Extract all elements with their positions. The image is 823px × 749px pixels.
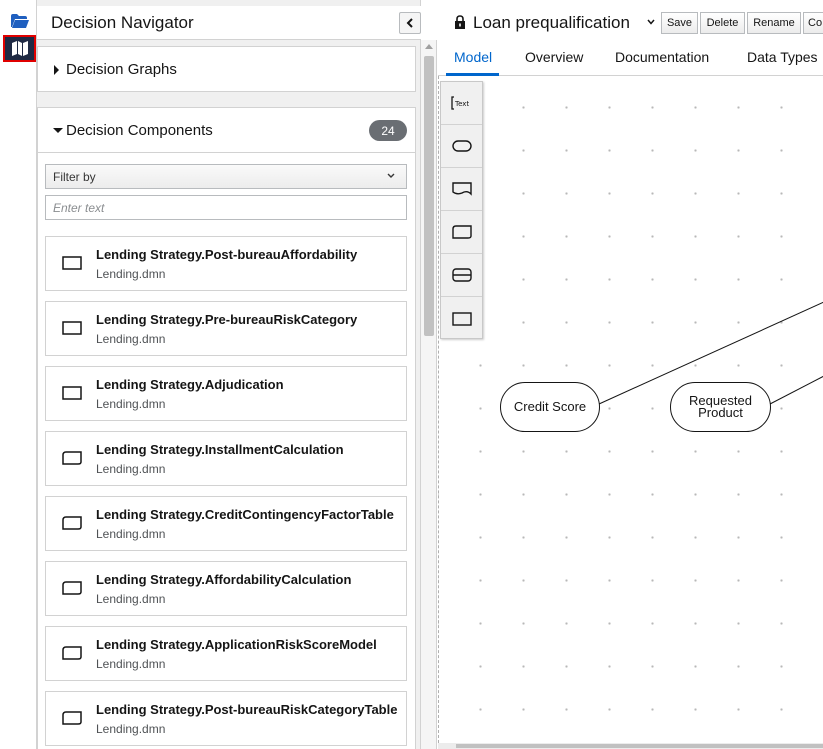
item-name: Lending Strategy.Pre-bureauRiskCategory: [96, 312, 358, 327]
knowledge-source-icon: [451, 182, 472, 196]
active-tab-indicator: [446, 73, 499, 76]
bkm-icon: [62, 516, 82, 530]
item-file: Lending.dmn: [96, 592, 166, 606]
item-file: Lending.dmn: [96, 397, 166, 411]
bkm-icon: [62, 451, 82, 465]
list-item[interactable]: Lending Strategy.CreditContingencyFactor…: [45, 496, 407, 551]
caret-right-icon: [54, 65, 59, 75]
navigator-title: Decision Navigator: [51, 13, 194, 32]
item-file: Lending.dmn: [96, 267, 166, 281]
item-name: Lending Strategy.CreditContingencyFactor…: [96, 507, 394, 522]
filter-by-select[interactable]: Filter by: [45, 164, 407, 189]
decision-tool[interactable]: [441, 297, 482, 340]
item-name: Lending Strategy.Post-bureauRiskCategory…: [96, 702, 398, 717]
item-file: Lending.dmn: [96, 462, 166, 476]
document-title[interactable]: Loan prequalification: [473, 13, 630, 32]
tab-model[interactable]: Model: [454, 49, 493, 65]
delete-button[interactable]: Delete: [700, 12, 745, 34]
tab-documentation[interactable]: Documentation: [615, 49, 710, 65]
left-rail: [0, 0, 37, 749]
caret-down-icon: [53, 128, 63, 133]
item-file: Lending.dmn: [96, 332, 166, 346]
input-data-tool[interactable]: [441, 125, 482, 168]
item-name: Lending Strategy.Post-bureauAffordabilit…: [96, 247, 358, 262]
item-name: Lending Strategy.InstallmentCalculation: [96, 442, 344, 457]
bkm-icon: [62, 711, 82, 725]
item-name: Lending Strategy.AffordabilityCalculatio…: [96, 572, 352, 587]
decision-navigator-panel: Decision Navigator Decision Graphs Decis…: [37, 0, 421, 749]
item-file: Lending.dmn: [96, 527, 166, 541]
save-button[interactable]: Save: [661, 12, 698, 34]
input-data-icon: [451, 140, 472, 152]
node-requested-product[interactable]: Requested Product: [670, 382, 771, 432]
scroll-up-icon[interactable]: [425, 44, 433, 49]
item-file: Lending.dmn: [96, 722, 166, 736]
lock-icon: [455, 15, 465, 29]
decision-icon: [451, 311, 472, 326]
diagram-canvas[interactable]: Text Credit Score Requested Product: [438, 76, 823, 743]
tab-data-types[interactable]: Data Types: [747, 49, 818, 65]
dmn-editor: Loan prequalification Save Delete Rename…: [438, 0, 823, 749]
item-name: Lending Strategy.ApplicationRiskScoreMod…: [96, 637, 377, 652]
components-count-badge: 24: [369, 120, 407, 141]
decision-graphs-section[interactable]: Decision Graphs: [37, 46, 416, 92]
decision-service-icon: [451, 268, 472, 282]
rename-button[interactable]: Rename: [747, 12, 801, 34]
list-item[interactable]: Lending Strategy.AffordabilityCalculatio…: [45, 561, 407, 616]
decision-graphs-label: Decision Graphs: [66, 61, 177, 78]
filter-by-label: Filter by: [53, 170, 96, 184]
editor-tabs: Model Overview Documentation Data Types: [438, 40, 823, 76]
navigator-header: Decision Navigator: [37, 6, 421, 40]
chevron-left-icon: [406, 18, 413, 28]
chevron-down-icon: [647, 19, 655, 25]
decision-service-tool[interactable]: [441, 254, 482, 297]
list-item[interactable]: Lending Strategy.Post-bureauAffordabilit…: [45, 236, 407, 291]
shape-palette: Text: [440, 81, 483, 339]
collapse-navigator-button[interactable]: [399, 12, 421, 34]
decision-components-section: Decision Components 24 Filter by Lending…: [37, 107, 416, 749]
node-credit-score[interactable]: Credit Score: [500, 382, 600, 432]
map-icon[interactable]: [3, 35, 36, 62]
knowledge-source-tool[interactable]: [441, 168, 482, 211]
copy-button[interactable]: Co: [803, 12, 823, 34]
svg-text:Text: Text: [454, 100, 469, 108]
bkm-tool[interactable]: [441, 211, 482, 254]
filter-text-input[interactable]: [45, 195, 407, 220]
chevron-down-icon: [387, 173, 395, 178]
text-annotation-tool[interactable]: Text: [441, 82, 482, 125]
list-item[interactable]: Lending Strategy.Post-bureauRiskCategory…: [45, 691, 407, 746]
text-annotation-icon: Text: [450, 96, 469, 110]
connection-lines: [598, 301, 823, 405]
canvas-horizontal-scrollbar[interactable]: [438, 743, 823, 749]
list-item[interactable]: Lending Strategy.InstallmentCalculation …: [45, 431, 407, 486]
scrollbar-thumb[interactable]: [424, 56, 434, 336]
scrollbar-thumb[interactable]: [456, 744, 823, 748]
tab-overview[interactable]: Overview: [525, 49, 584, 65]
decision-icon: [62, 321, 82, 335]
decision-components-label: Decision Components: [66, 122, 213, 139]
bkm-icon: [451, 225, 472, 239]
navigator-scrollbar[interactable]: [421, 40, 437, 749]
item-name: Lending Strategy.Adjudication: [96, 377, 284, 392]
node-label-line1: Requested: [689, 393, 752, 408]
bkm-icon: [62, 646, 82, 660]
list-item[interactable]: Lending Strategy.Adjudication Lending.dm…: [45, 366, 407, 421]
item-file: Lending.dmn: [96, 657, 166, 671]
editor-title-bar: Loan prequalification Save Delete Rename…: [438, 6, 823, 40]
folder-icon[interactable]: [3, 7, 36, 34]
list-item[interactable]: Lending Strategy.ApplicationRiskScoreMod…: [45, 626, 407, 681]
decision-components-header[interactable]: Decision Components 24: [38, 108, 415, 153]
decision-icon: [62, 386, 82, 400]
decision-icon: [62, 256, 82, 270]
node-label: Credit Score: [513, 399, 587, 414]
bkm-icon: [62, 581, 82, 595]
node-label-line2: Product: [698, 405, 743, 420]
list-item[interactable]: Lending Strategy.Pre-bureauRiskCategory …: [45, 301, 407, 356]
